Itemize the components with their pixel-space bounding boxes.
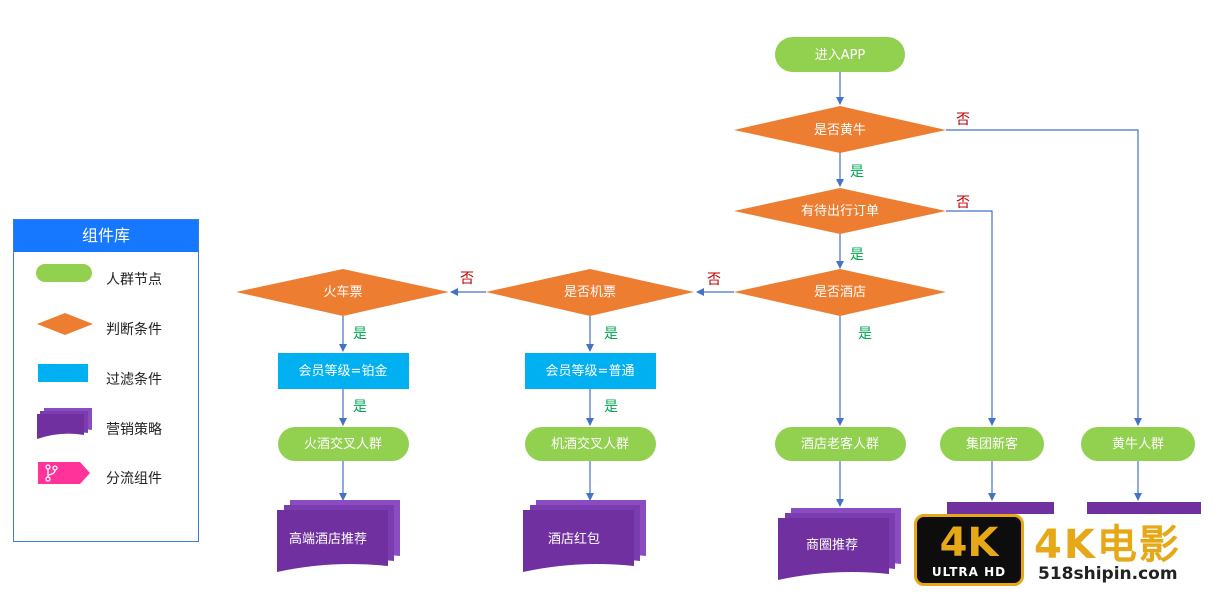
decision-huangniu-label: 是否黄牛 (814, 123, 866, 138)
legend-item-strategy: 营销策略 (14, 406, 198, 440)
component-library-legend: 组件库 人群节点 判断条件 过滤条件 营销策略 分流组件 (13, 219, 199, 542)
strategy-group-new (947, 502, 1054, 514)
strategy-business-label: 商圈推荐 (806, 538, 858, 553)
connectors (339, 72, 1142, 507)
strategy-highend-label: 高端酒店推荐 (289, 531, 367, 547)
legend-item-decision: 判断条件 (14, 312, 198, 346)
decision-hotel-label: 是否酒店 (814, 285, 866, 300)
legend-item-label: 分流组件 (106, 471, 162, 487)
crowd-huangniu[interactable]: 黄牛人群 (1081, 427, 1195, 461)
watermark-badge: 4K ULTRA HD (914, 514, 1024, 586)
legend-item-label: 营销策略 (106, 422, 162, 438)
legend-item-filter: 过滤条件 (14, 362, 198, 396)
decision-train[interactable]: 火车票 (236, 269, 449, 316)
legend-item-crowd: 人群节点 (14, 262, 198, 296)
document-symbol (37, 408, 92, 439)
label-no: 否 (707, 272, 721, 288)
watermark-badge-sub: ULTRA HD (931, 565, 1007, 579)
decision-order-label: 有待出行订单 (801, 204, 879, 219)
crowd-flight-hotel[interactable]: 机酒交叉人群 (525, 427, 656, 461)
decision-flight-label: 是否机票 (564, 285, 616, 300)
label-no: 否 (460, 271, 474, 287)
crowd-hotel-old-label: 酒店老客人群 (801, 436, 879, 452)
label-yes: 是 (850, 164, 864, 180)
crowd-group-new-label: 集团新客 (966, 436, 1018, 452)
strategy-business[interactable]: 商圈推荐 (778, 508, 901, 580)
label-yes: 是 (353, 326, 367, 342)
strategy-huangniu (1087, 502, 1201, 514)
label-no: 否 (956, 195, 970, 211)
filter-normal-label: 会员等级=普通 (546, 363, 635, 379)
watermark-badge-main: 4K (939, 520, 999, 566)
crowd-huangniu-label: 黄牛人群 (1112, 437, 1164, 452)
watermark: 4K ULTRA HD 4K电影 518shipin.com (914, 510, 1214, 592)
filter-platinum[interactable]: 会员等级=铂金 (278, 353, 409, 389)
filter-platinum-label: 会员等级=铂金 (299, 363, 388, 379)
strategy-redpacket-label: 酒店红包 (548, 531, 600, 547)
legend-item-label: 过滤条件 (106, 372, 162, 388)
crowd-train-hotel-label: 火酒交叉人群 (304, 436, 382, 452)
crowd-flight-hotel-label: 机酒交叉人群 (551, 436, 629, 452)
crowd-hotel-old[interactable]: 酒店老客人群 (775, 427, 906, 461)
crowd-node-symbol (36, 264, 92, 282)
label-yes: 是 (858, 326, 872, 342)
branch-icon (38, 462, 90, 484)
watermark-brand: 4K电影 (1034, 522, 1181, 568)
crowd-group-new[interactable]: 集团新客 (940, 427, 1044, 461)
legend-item-split: 分流组件 (14, 460, 198, 494)
decision-train-label: 火车票 (323, 284, 362, 300)
label-yes: 是 (604, 326, 618, 342)
node-start[interactable]: 进入APP (775, 37, 905, 72)
edge-order-to-group-new (946, 210, 996, 426)
legend-item-label: 人群节点 (106, 272, 162, 288)
label-yes: 是 (850, 247, 864, 263)
label-yes: 是 (604, 399, 618, 415)
legend-item-label: 判断条件 (106, 322, 162, 338)
strategy-redpacket[interactable]: 酒店红包 (523, 500, 646, 572)
watermark-url: 518shipin.com (1038, 564, 1178, 584)
label-no: 否 (956, 112, 970, 128)
decision-order[interactable]: 有待出行订单 (734, 188, 946, 234)
filter-symbol (38, 364, 88, 382)
decision-huangniu[interactable]: 是否黄牛 (734, 106, 946, 153)
decision-flight[interactable]: 是否机票 (486, 269, 694, 316)
crowd-train-hotel[interactable]: 火酒交叉人群 (278, 427, 409, 461)
label-yes: 是 (353, 399, 367, 415)
decision-symbol (37, 313, 93, 335)
legend-title: 组件库 (14, 220, 198, 252)
decision-hotel[interactable]: 是否酒店 (734, 269, 946, 316)
filter-normal[interactable]: 会员等级=普通 (525, 353, 656, 389)
node-start-label: 进入APP (815, 48, 866, 63)
edge-labels: 否 是 否 是 否 否 是 是 是 是 是 (353, 112, 970, 415)
edge-huangniu-to-huangniu-crowd (946, 129, 1142, 426)
strategy-highend[interactable]: 高端酒店推荐 (277, 500, 400, 572)
